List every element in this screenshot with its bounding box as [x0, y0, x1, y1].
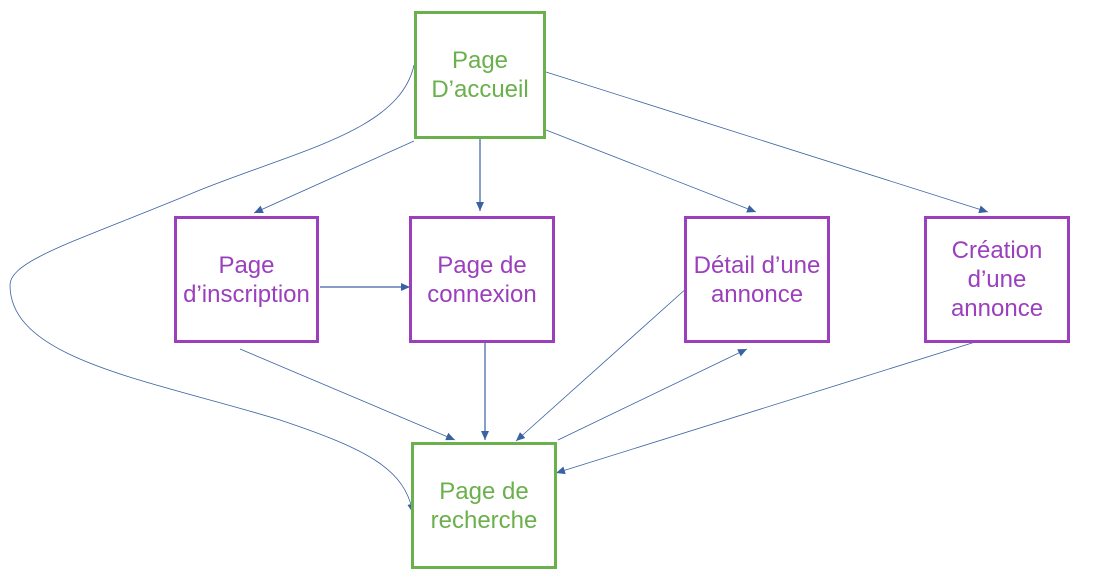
edge-inscription-to-recherche: [239, 348, 456, 441]
node-detail-annonce[interactable]: Détail d’une annonce: [684, 216, 830, 343]
edge-detail-to-recherche: [515, 286, 689, 442]
node-label: Création d’une annonce: [950, 237, 1044, 322]
edge-accueil-to-inscription: [253, 140, 415, 214]
node-label: Page D’accueil: [431, 47, 529, 103]
edge-accueil-to-creation: [545, 71, 989, 214]
edge-recherche-to-detail: [557, 348, 748, 441]
edge-creation-to-recherche: [555, 337, 989, 475]
edge-accueil-to-detail: [545, 129, 757, 213]
node-page-accueil[interactable]: Page D’accueil: [414, 11, 546, 139]
node-label: Détail d’une annonce: [693, 251, 821, 308]
node-creation-annonce[interactable]: Création d’une annonce: [924, 216, 1070, 343]
node-label: Page de recherche: [430, 477, 538, 534]
node-page-inscription[interactable]: Page d’inscription: [174, 216, 319, 343]
node-page-recherche[interactable]: Page de recherche: [411, 442, 557, 569]
node-label: Page d’inscription: [183, 251, 310, 308]
edges-layer: [9, 64, 989, 514]
edge-accueil-to-recherche: [9, 64, 416, 514]
node-label: Page de connexion: [427, 251, 537, 308]
node-page-connexion[interactable]: Page de connexion: [409, 216, 555, 343]
